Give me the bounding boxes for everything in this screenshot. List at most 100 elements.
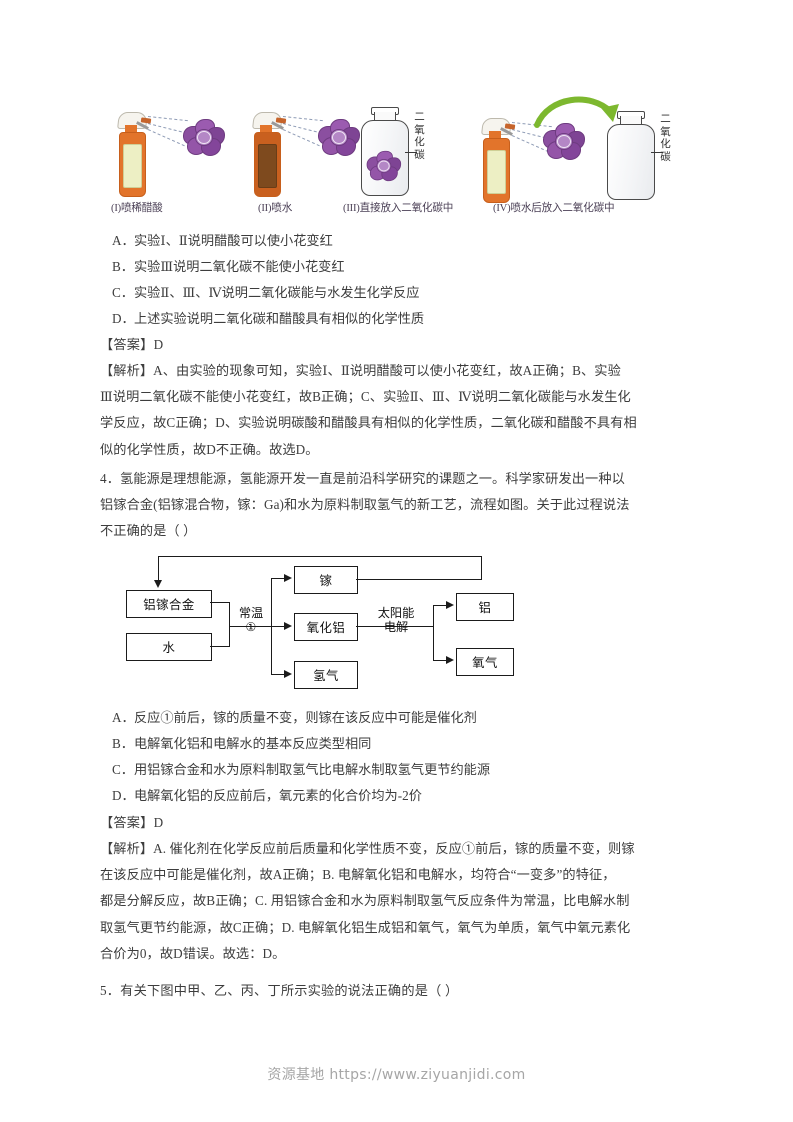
- q4-analysis-line-1: 【解析】A. 催化剂在化学反应前后质量和化学性质不变，反应①前后，镓的质量不变，…: [100, 841, 635, 856]
- q4-option-d: D．电解氧化铝的反应前后，氧元素的化合价均为-2价: [112, 783, 422, 809]
- flow-condition-2-line1: 太阳能: [377, 606, 415, 620]
- flow-edge-to-gallium: [271, 578, 285, 580]
- panel-caption-2: (II)喷水: [258, 203, 293, 214]
- q4-answer-line: 【答案】D: [100, 810, 163, 836]
- jar-gas-label: 二氧化碳: [660, 114, 671, 163]
- q4-option-a-label: A．: [112, 710, 135, 725]
- flow-node-gallium: 镓: [294, 566, 358, 594]
- jar-gas-label: 二氧化碳: [414, 112, 425, 161]
- q3-answer-value: D: [153, 337, 164, 352]
- q4-option-a: A．反应①前后，镓的质量不变，则镓在该反应中可能是催化剂: [112, 705, 477, 731]
- panel-caption-1: (I)喷稀醋酸: [111, 203, 163, 214]
- flow-condition-2: 太阳能 电解: [365, 606, 427, 634]
- jar-glass: [607, 124, 655, 200]
- flow-node-oxygen: 氧气: [456, 648, 514, 676]
- q3-option-b: B．实验Ⅲ说明二氧化碳不能使小花变红: [112, 254, 345, 280]
- panel-caption-3: (III)直接放入二氧化碳中: [343, 203, 454, 214]
- flow-arrow-gallium: [284, 574, 292, 582]
- q3-analysis-line-1: 【解析】A、由实验的现象可知，实验Ⅰ、Ⅱ说明醋酸可以使小花变红，故A正确；B、实…: [100, 363, 621, 378]
- q3-analysis-line-2: Ⅲ说明二氧化碳不能使小花变红，故B正确；C、实验Ⅱ、Ⅲ、Ⅳ说明二氧化碳能与水发生…: [100, 389, 631, 405]
- q3-option-d-text: 上述实验说明二氧化碳和醋酸具有相似的化学性质: [134, 311, 425, 326]
- flow-edge-merge-main: [229, 626, 271, 628]
- flow-node-alumina: 氧化铝: [294, 613, 358, 641]
- jar-label-tick: [651, 152, 663, 153]
- panel-caption-4: (IV)喷水后放入二氧化碳中: [493, 203, 615, 214]
- q4-analysis: 【解析】A. 催化剂在化学反应前后质量和化学性质不变，反应①前后，镓的质量不变，…: [100, 836, 700, 967]
- q4-option-b-text: 电解氧化铝和电解水的基本反应类型相同: [134, 736, 372, 751]
- q4-option-b: B．电解氧化铝和电解水的基本反应类型相同: [112, 731, 371, 757]
- q3-option-b-label: B．: [112, 259, 134, 274]
- q4-analysis-line-2: 在该反应中可能是催化剂，故A正确；B. 电解氧化铝和电解水，均符合“一变多”的特…: [100, 867, 616, 883]
- q3-analysis: 【解析】A、由实验的现象可知，实验Ⅰ、Ⅱ说明醋酸可以使小花变红，故A正确；B、实…: [100, 358, 700, 463]
- purple-flower-icon: [541, 122, 585, 162]
- flow-node-aluminum: 铝: [456, 593, 514, 621]
- flow-edge-alumina-out: [356, 626, 434, 628]
- q4-answer-value: D: [153, 815, 164, 830]
- flow-arrow-alumina: [284, 622, 292, 630]
- q3-option-c-text: 实验Ⅱ、Ⅲ、Ⅳ说明二氧化碳能与水发生化学反应: [134, 285, 420, 300]
- q3-option-c-label: C．: [112, 285, 134, 300]
- q4-option-c-label: C．: [112, 762, 134, 777]
- q4-option-b-label: B．: [112, 736, 134, 751]
- q4-analysis-line-3: 都是分解反应，故B正确；C. 用铝镓合金和水为原料制取氢气反应条件为常温，比电解…: [100, 893, 630, 909]
- purple-flower-icon: [316, 118, 360, 158]
- flow-edge-to-aluminum: [433, 605, 447, 607]
- footer-watermark: 资源基地 https://www.ziyuanjidi.com: [267, 1067, 526, 1083]
- q3-answer-label: 【答案】: [100, 337, 154, 352]
- q3-option-a-text: 实验Ⅰ、Ⅱ说明醋酸可以使小花变红: [134, 233, 333, 248]
- flow-condition-2-line2: 电解: [383, 620, 409, 634]
- bottle-neck: [489, 131, 501, 140]
- q3-option-a: A．实验Ⅰ、Ⅱ说明醋酸可以使小花变红: [112, 228, 333, 254]
- q4-analysis-line-4: 取氢气更节约能源，故C正确；D. 电解氧化铝生成铝和氧气，氧气为单质，氧气中氧元…: [100, 919, 631, 935]
- q4-option-a-text: 反应①前后，镓的质量不变，则镓在该反应中可能是催化剂: [134, 710, 477, 725]
- flow-arrow-recycle-alloy: [154, 580, 162, 588]
- q4-answer-label: 【答案】: [100, 815, 154, 830]
- flow-edge-to-oxygen: [433, 660, 447, 662]
- flow-node-hydrogen: 氢气: [294, 661, 358, 689]
- flow-condition-1-line1: 常温: [238, 606, 264, 620]
- flow-arrow-aluminum: [446, 601, 454, 609]
- q4-analysis-line-5: 合价为0，故D错误。故选：D。: [100, 945, 286, 961]
- q4-stem-line-3: 不正确的是（ ）: [100, 523, 197, 539]
- purple-flower-icon: [365, 150, 402, 183]
- flow-edge-electrolysis-bus: [433, 605, 435, 661]
- bottle-neck: [125, 125, 137, 134]
- q3-option-c: C．实验Ⅱ、Ⅲ、Ⅳ说明二氧化碳能与水发生化学反应: [112, 280, 419, 306]
- q3-option-a-label: A．: [112, 233, 135, 248]
- q3-answer-line: 【答案】D: [100, 332, 163, 358]
- flow-arrow-hydrogen: [284, 670, 292, 678]
- figure-question-3: (I)喷稀醋酸 (II)喷水: [105, 92, 685, 214]
- q4-stem-line-2: 铝镓合金(铝镓混合物，镓：Ga)和水为原料制取氢气的新工艺，流程如图。关于此过程…: [100, 497, 630, 513]
- q3-option-d-label: D．: [112, 311, 135, 326]
- flow-edge-alloy-out: [210, 602, 230, 604]
- flow-arrow-oxygen: [446, 656, 454, 664]
- flow-edge-water-out: [210, 646, 230, 648]
- bottle-neck: [260, 125, 272, 134]
- q4-stem-line-1: 4．氢能源是理想能源，氢能源开发一直是前沿科学研究的课题之一。科学家研发出一种以: [100, 471, 625, 486]
- q4-option-c-text: 用铝镓合金和水为原料制取氢气比电解水制取氢气更节约能源: [134, 762, 491, 777]
- bottle-label: [258, 144, 277, 188]
- jar-label-tick: [405, 152, 417, 153]
- flow-condition-1-line2: ①: [245, 620, 257, 634]
- q5-stem: 5．有关下图中甲、乙、丙、丁所示实验的说法正确的是（ ）: [100, 983, 459, 998]
- flow-node-water: 水: [126, 633, 212, 661]
- q4-stem: 4．氢能源是理想能源，氢能源开发一直是前沿科学研究的课题之一。科学家研发出一种以…: [100, 466, 700, 545]
- flowchart-question-4: 铝镓合金 水 镓 氧化铝 氢气 铝 氧气 常温 ① 太阳能 电解: [116, 556, 536, 700]
- flow-edge-recycle-top-b: [158, 556, 482, 558]
- flow-edge-recycle-rise: [481, 556, 483, 580]
- purple-flower-icon: [181, 118, 225, 158]
- bottle-label: [123, 144, 142, 188]
- q4-option-d-label: D．: [112, 788, 135, 803]
- flow-edge-to-alumina: [271, 626, 285, 628]
- flow-edge-recycle-drop: [158, 556, 160, 580]
- q4-option-c: C．用铝镓合金和水为原料制取氢气比电解水制取氢气更节约能源: [112, 757, 490, 783]
- flow-edge-recycle-top-a: [356, 579, 482, 581]
- transfer-arrow-icon: [534, 96, 619, 128]
- q3-option-d: D．上述实验说明二氧化碳和醋酸具有相似的化学性质: [112, 306, 424, 332]
- bottle-label: [487, 150, 506, 194]
- flow-edge-merge-bus: [229, 602, 231, 647]
- q4-option-d-text: 电解氧化铝的反应前后，氧元素的化合价均为-2价: [134, 788, 422, 803]
- q3-analysis-line-3: 学反应，故C正确；D、实验说明碳酸和醋酸具有相似的化学性质，二氧化碳和醋酸不具有…: [100, 415, 637, 431]
- q3-analysis-line-4: 似的化学性质，故D不正确。故选D。: [100, 441, 319, 457]
